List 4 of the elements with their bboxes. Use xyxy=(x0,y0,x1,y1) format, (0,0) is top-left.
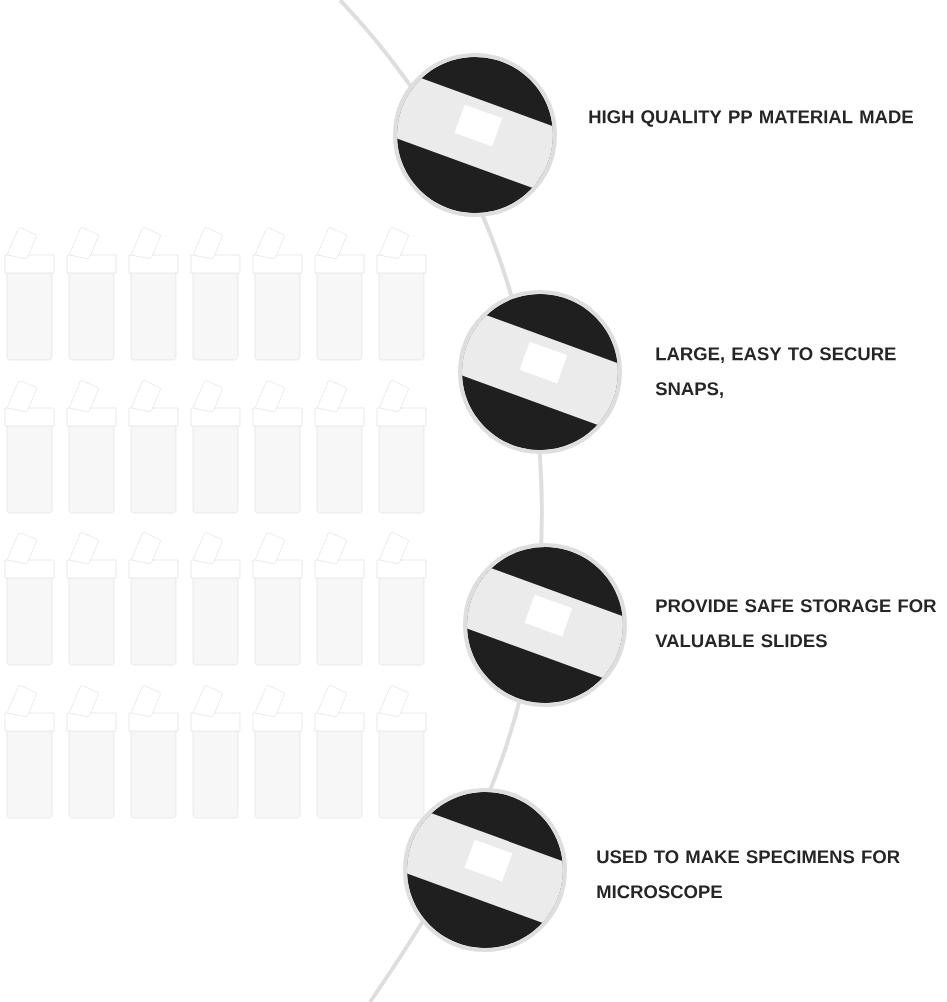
feature-text: PROVIDE SAFE STORAGE FOR VALUABLE SLIDES xyxy=(655,599,937,648)
feature-text: LARGE, EASY TO SECURE SNAPS, xyxy=(655,347,896,398)
feature-text: USED TO MAKE SPECIMENS FOR MICROSCOPE xyxy=(597,850,900,899)
feature-text: HIGH QUALITY PP MATERIAL MADE xyxy=(589,110,913,127)
